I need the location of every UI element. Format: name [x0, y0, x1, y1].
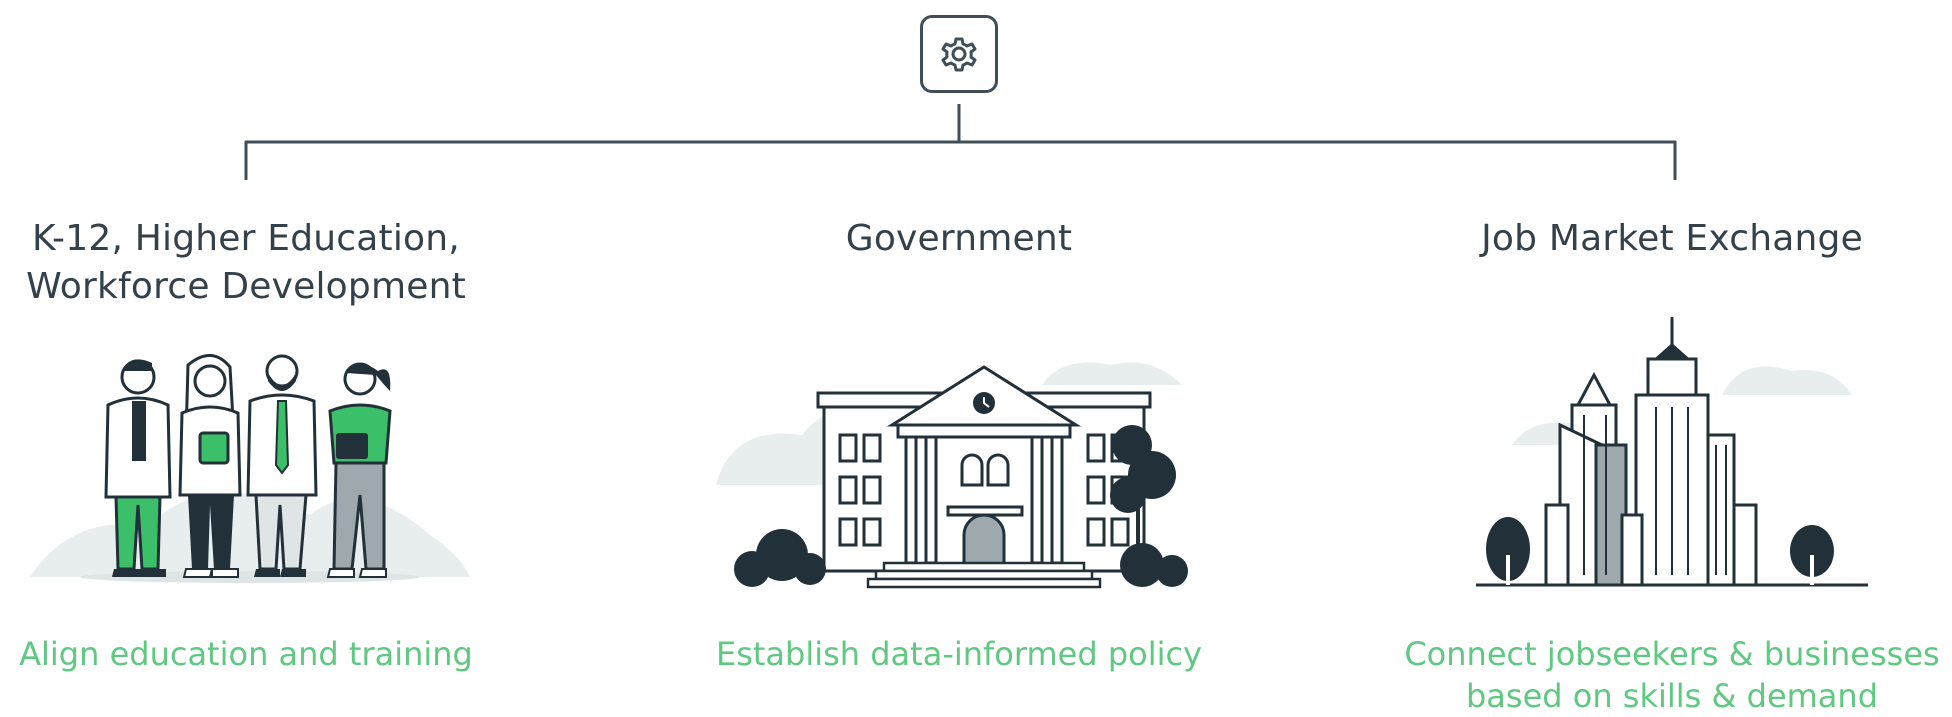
people-illustration — [30, 354, 470, 583]
gear-icon — [941, 37, 977, 72]
column-caption-line2: based on skills & demand — [1465, 677, 1878, 715]
person-professional — [246, 354, 318, 577]
person-student — [178, 354, 242, 578]
government-building-illustration — [716, 362, 1188, 589]
column-caption-line1: Align education and training — [19, 635, 473, 673]
column-caption-line1: Establish data-informed policy — [715, 635, 1203, 673]
city-skyline-illustration — [1476, 317, 1868, 587]
hub-box — [920, 15, 998, 93]
column-title-line1: K-12, Higher Education, — [32, 218, 460, 259]
column-title-line1: Job Market Exchange — [1481, 218, 1863, 259]
column-title-line1: Government — [845, 218, 1073, 259]
column-caption-line1: Connect jobseekers & businesses — [1404, 635, 1940, 673]
person-doctor — [104, 359, 172, 577]
column-title-line2: Workforce Development — [26, 266, 466, 307]
person-worker — [326, 362, 392, 578]
